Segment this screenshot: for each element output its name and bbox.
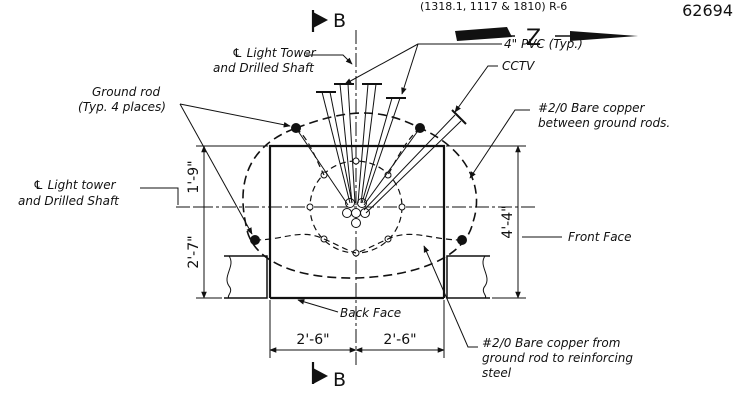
label-light-tower-top-2: and Drilled Shaft — [213, 61, 315, 75]
label-copper-between: #2/0 Bare copper — [538, 101, 645, 115]
section-arrow-icon — [313, 12, 328, 28]
top-note: (1318.1, 1117 & 1810) R-6 — [420, 0, 567, 13]
ground-rod-icon — [457, 235, 467, 245]
label-cctv: CCTV — [502, 59, 535, 73]
north-arrow-tail-icon — [455, 27, 512, 41]
reinforcing-nodes — [306, 157, 406, 257]
label-copper-from: #2/0 Bare copper from — [482, 336, 620, 350]
dimension-bottom-right: 2'-6" — [383, 332, 416, 348]
label-ground-rod: Ground rod — [92, 85, 160, 99]
dimension-upper-left: 1'-9" — [186, 160, 202, 193]
ground-rod-icon — [250, 235, 260, 245]
label-ground-rod-typ: (Typ. 4 places) — [78, 100, 166, 114]
section-arrow-icon — [313, 368, 328, 384]
section-mark-bottom: B — [311, 362, 346, 391]
section-mark-top: B — [311, 10, 346, 32]
ground-rods — [250, 123, 467, 245]
section-letter-bottom: B — [333, 369, 346, 391]
dimension-bottom-left: 2'-6" — [296, 332, 329, 348]
sheet-number: 62694 — [682, 1, 733, 20]
ground-rod-icon — [415, 123, 425, 133]
north-arrow-letter: Z — [526, 26, 541, 51]
dimension-right-overall: 4'-4" — [500, 205, 516, 238]
label-back-face: Back Face — [340, 306, 401, 320]
label-light-tower-left-2: and Drilled Shaft — [18, 194, 120, 208]
label-copper-from-2: ground rod to reinforcing — [482, 351, 633, 365]
north-arrow: Z — [455, 26, 638, 51]
label-pvc: 4" PVC (Typ.) — [504, 37, 583, 51]
leader-lines — [140, 43, 562, 348]
ground-rod-icon — [291, 123, 301, 133]
label-light-tower-top: ℄ Light Tower — [232, 46, 317, 60]
label-copper-from-3: steel — [482, 366, 512, 380]
conduit-fan — [295, 83, 467, 214]
north-arrow-head-icon — [570, 31, 638, 41]
label-light-tower-left: ℄ Light tower — [33, 178, 117, 192]
dimension-left — [196, 145, 268, 299]
dimension-right — [446, 145, 526, 299]
ground-loop-dashed — [242, 112, 478, 279]
label-copper-between-2: between ground rods. — [538, 116, 670, 130]
label-front-face: Front Face — [568, 230, 632, 244]
dimension-bottom — [269, 300, 445, 358]
section-letter-top: B — [333, 10, 346, 32]
dimension-lower-left: 2'-7" — [186, 235, 202, 268]
structure-outline — [224, 144, 490, 300]
